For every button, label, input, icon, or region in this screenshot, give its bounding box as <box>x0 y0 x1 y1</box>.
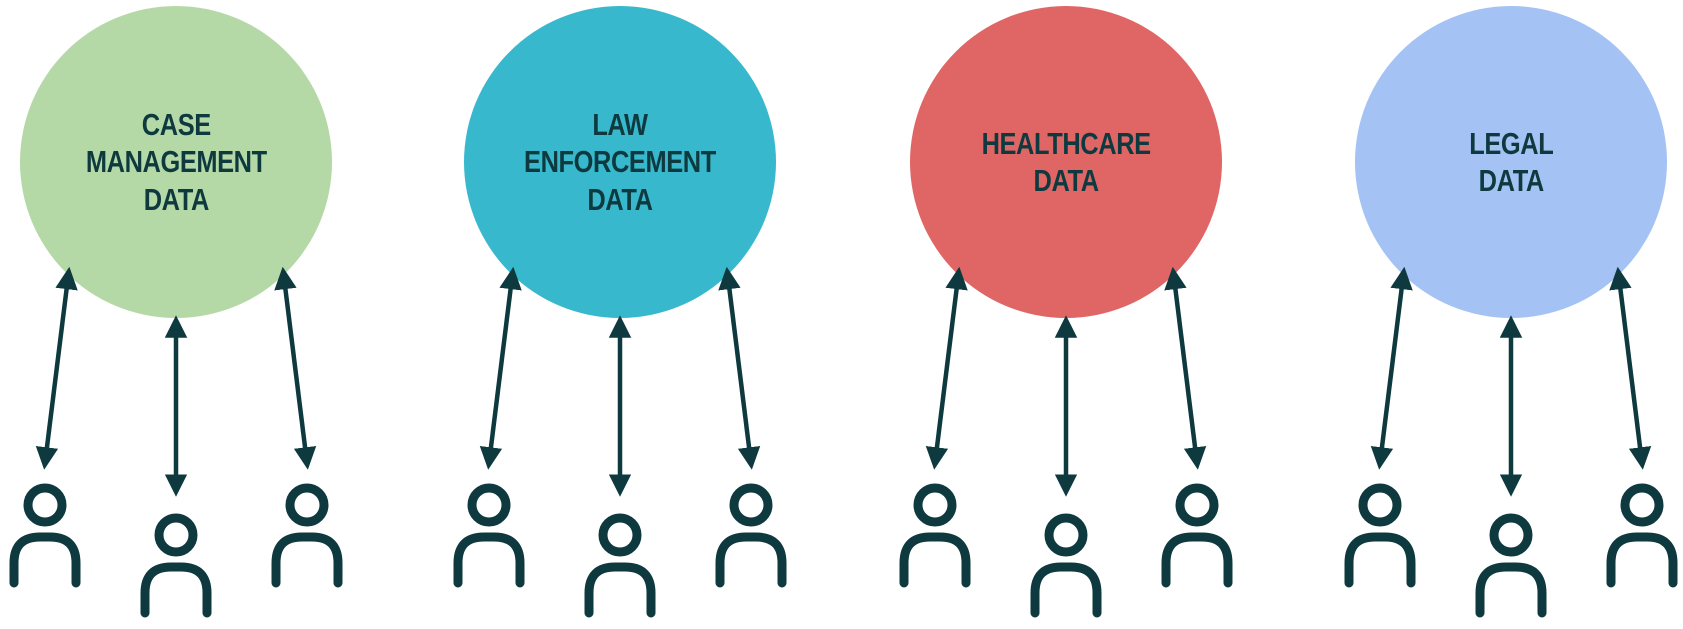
double-arrow <box>1164 266 1207 470</box>
double-arrow <box>479 266 522 470</box>
person-head <box>23 483 67 527</box>
hub-label-line: DATA <box>1033 163 1099 198</box>
person-body <box>584 562 656 618</box>
person-head <box>1489 513 1533 557</box>
hub-label-line: MANAGEMENT <box>85 144 267 180</box>
person-icon <box>1030 513 1102 618</box>
double-arrow <box>925 266 968 470</box>
person-body <box>1606 532 1678 588</box>
person-head <box>467 483 511 527</box>
person-body <box>271 532 343 588</box>
person-body <box>715 532 787 588</box>
hub-label: LAW ENFORCEMENT DATA <box>524 106 716 218</box>
hub-label-line: LAW <box>592 107 648 143</box>
arrow-group <box>35 266 1652 497</box>
hub-label-line: CASE <box>141 107 211 143</box>
person-icon <box>9 483 81 588</box>
hub-label-line: HEALTHCARE <box>981 125 1151 161</box>
person-body <box>1030 562 1102 618</box>
person-head <box>1620 483 1664 527</box>
person-icon <box>140 513 212 618</box>
person-body <box>140 562 212 618</box>
person-icon <box>584 513 656 618</box>
hub-label: CASE MANAGEMENT DATA <box>86 106 267 218</box>
hub-label-line: DATA <box>143 181 209 217</box>
hub-label: LEGAL DATA <box>1468 125 1554 199</box>
person-head <box>1175 483 1219 527</box>
person-head <box>285 483 329 527</box>
double-arrow <box>1370 266 1413 470</box>
person-head <box>1358 483 1402 527</box>
hub-legal-data: LEGAL DATA <box>1355 6 1667 318</box>
double-arrow <box>35 266 78 470</box>
person-body <box>9 532 81 588</box>
person-body <box>453 532 525 588</box>
double-arrow <box>1609 266 1652 470</box>
hub-label-line: DATA <box>587 181 653 217</box>
person-icon <box>453 483 525 588</box>
hub-label-line: ENFORCEMENT <box>524 144 716 180</box>
person-head <box>729 483 773 527</box>
person-icon <box>715 483 787 588</box>
hub-label: HEALTHCARE DATA <box>981 125 1151 199</box>
person-icon <box>271 483 343 588</box>
person-icon <box>1475 513 1547 618</box>
hub-healthcare-data: HEALTHCARE DATA <box>910 6 1222 318</box>
person-body <box>1475 562 1547 618</box>
person-icon <box>1344 483 1416 588</box>
person-body <box>899 532 971 588</box>
person-head <box>1044 513 1088 557</box>
person-icon <box>899 483 971 588</box>
hub-label-line: DATA <box>1478 163 1544 198</box>
user-group <box>9 483 1678 618</box>
double-arrow <box>718 266 761 470</box>
person-head <box>913 483 957 527</box>
person-icon <box>1606 483 1678 588</box>
person-body <box>1344 532 1416 588</box>
person-head <box>154 513 198 557</box>
hub-label-line: LEGAL <box>1468 125 1554 161</box>
person-icon <box>1161 483 1233 588</box>
hub-law-enforcement-data: LAW ENFORCEMENT DATA <box>464 6 776 318</box>
double-arrow <box>274 266 317 470</box>
person-head <box>598 513 642 557</box>
hub-case-management-data: CASE MANAGEMENT DATA <box>20 6 332 318</box>
person-body <box>1161 532 1233 588</box>
